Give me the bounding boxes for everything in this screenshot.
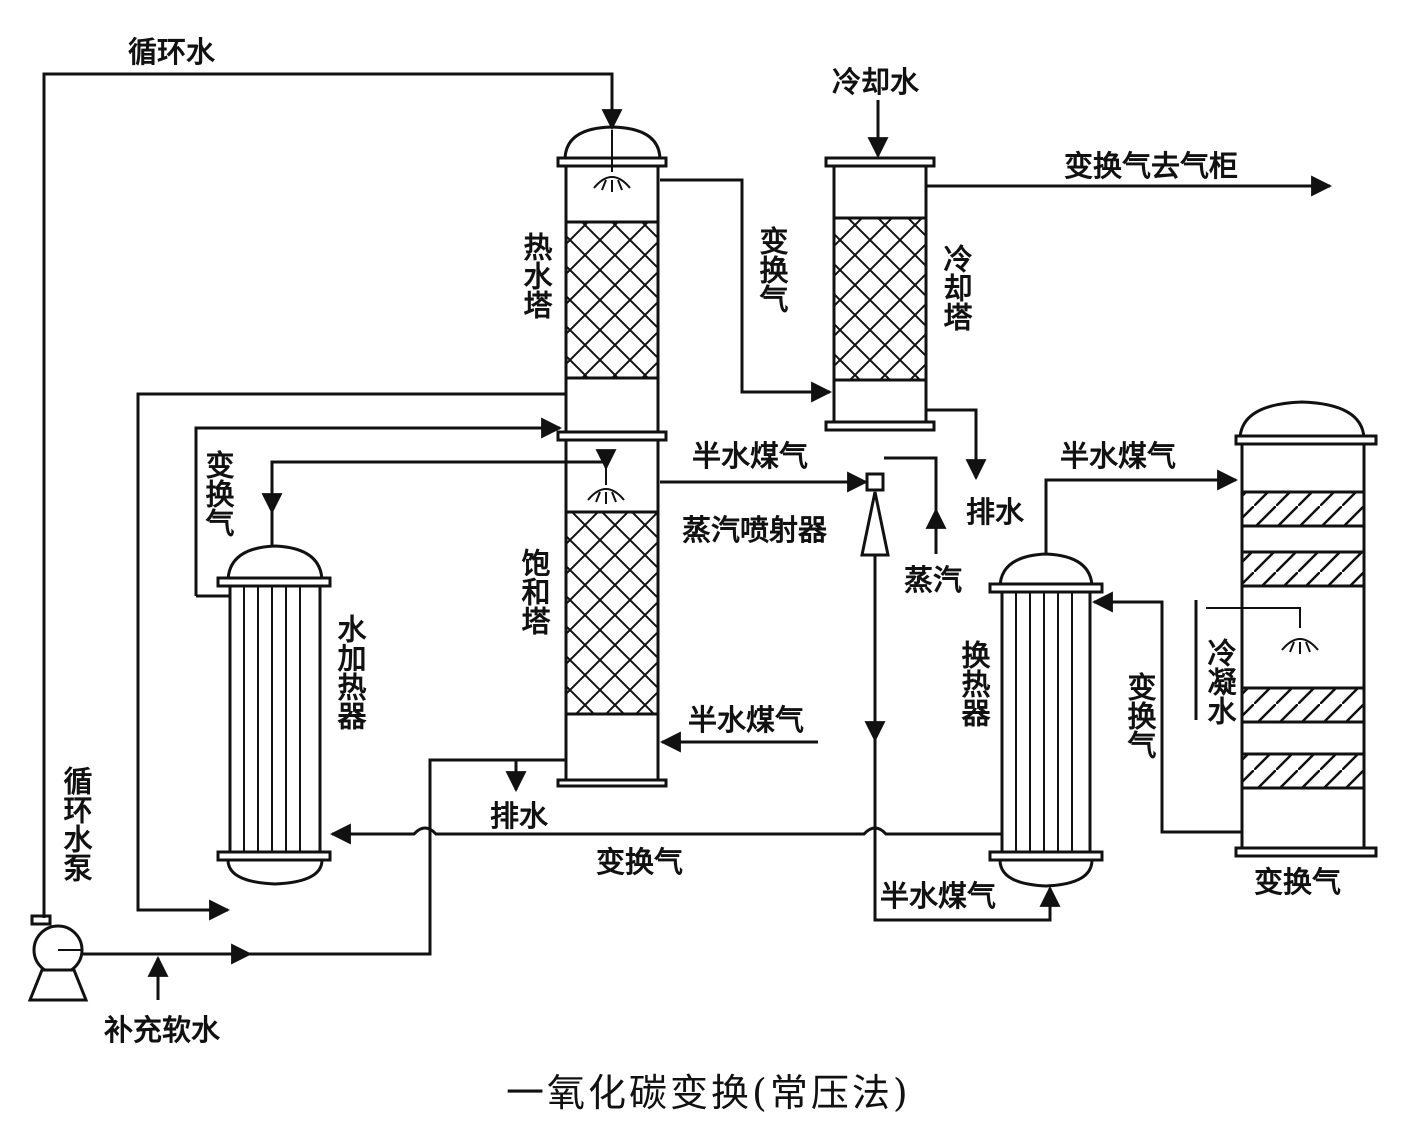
label-circulating-water-pump: 循环水泵 [59,766,93,882]
label-hot-water-tower: 热水塔 [519,232,553,319]
label-drain-saturation: 排水 [490,799,549,833]
label-circulating-water: 循环水 [128,35,216,69]
label-semi-water-gas-bottom: 半水煤气 [880,879,996,913]
label-shift-gas-right-vertical: 变换气 [1123,671,1158,759]
label-semi-water-gas-top: 半水煤气 [692,439,808,473]
label-shift-gas-bottom: 变换气 [596,845,683,879]
label-shift-gas-mid: 变换气 [755,225,790,313]
sprinkler-icon [593,130,631,192]
label-makeup-soft-water: 补充软水 [104,1013,221,1047]
label-condensate-water: 冷凝水 [1203,638,1237,725]
cooling-tower [824,156,936,432]
shift-converter [1206,400,1378,858]
diagram-title: 一氧化碳变换(常压法) [506,1071,911,1115]
label-saturation-tower: 饱和塔 [517,548,551,635]
label-shift-gas-to-holder: 变换气去气柜 [1064,149,1238,183]
heat-exchanger [988,552,1104,888]
label-steam-ejector: 蒸汽喷射器 [682,513,828,547]
label-water-heater: 水加热器 [333,614,368,730]
label-semi-water-gas-inlet: 半水煤气 [688,703,804,737]
hot-water-tower [556,125,668,442]
label-semi-water-gas-right: 半水煤气 [1060,439,1176,473]
water-heater [216,544,332,886]
steam-ejector[interactable] [860,472,890,557]
label-heat-exchanger: 换热器 [957,640,992,727]
sprinkler-icon [587,465,625,504]
label-cooling-water: 冷却水 [832,65,920,99]
label-shift-gas-converter: 变换气 [1254,865,1341,899]
label-shift-gas-left: 变换气 [201,449,236,537]
sprinkler-icon [1206,607,1319,654]
saturation-tower [556,438,668,788]
label-steam: 蒸汽 [904,563,962,597]
label-cooling-tower: 冷却塔 [939,244,973,331]
label-drain-cooling: 排水 [966,495,1025,529]
circulating-water-pump[interactable] [27,914,89,1002]
